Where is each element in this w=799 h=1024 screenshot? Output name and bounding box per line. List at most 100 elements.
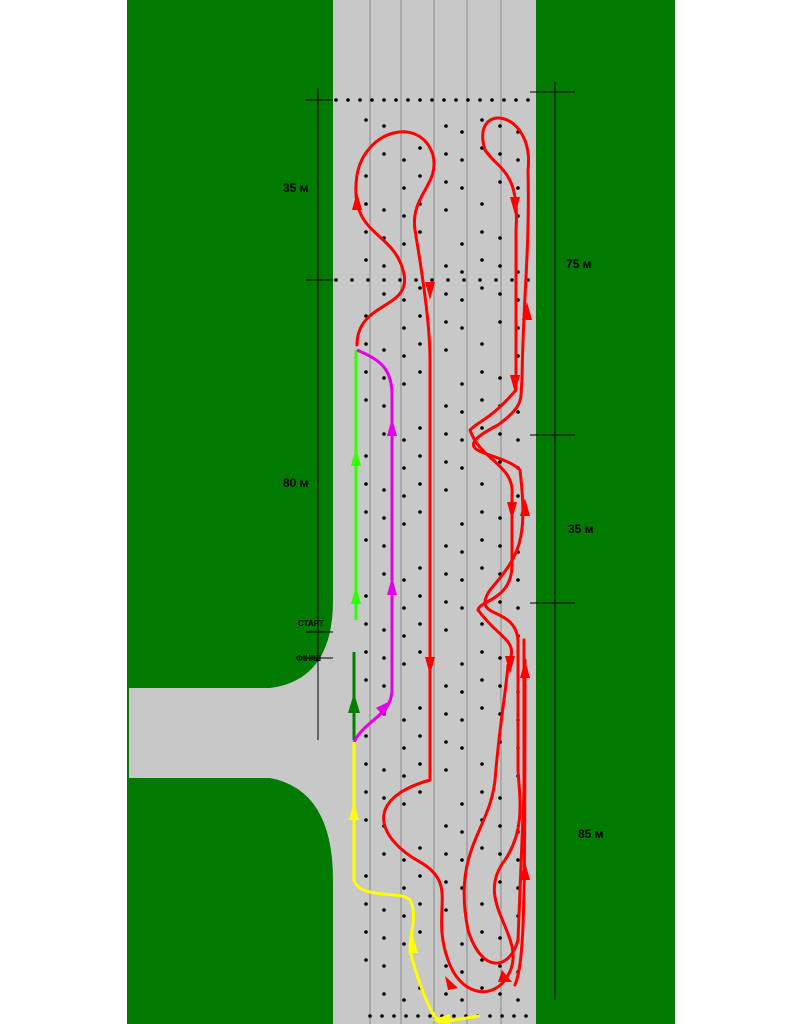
cone-dot: [364, 118, 368, 122]
cone-dot: [382, 98, 386, 102]
cone-dot: [480, 986, 484, 990]
cone-dot: [490, 98, 494, 102]
red-arrow-3: [425, 657, 435, 675]
cone-dot: [334, 278, 338, 282]
cone-dot: [480, 650, 484, 654]
cone-dot: [480, 118, 484, 122]
cone-dot: [382, 124, 386, 128]
cone-dot: [480, 230, 484, 234]
red-arrow-10: [520, 660, 530, 678]
yellow-arrow-1: [349, 802, 359, 820]
cone-dot: [382, 278, 386, 282]
cone-dot: [382, 488, 386, 492]
cone-dot: [418, 790, 422, 794]
red-arrow-2: [425, 282, 435, 300]
cone-dot: [480, 258, 484, 262]
start-label: СТАРТ: [298, 619, 324, 628]
cone-dot: [446, 278, 450, 282]
yellow-route: [349, 742, 481, 1024]
cone-dot: [480, 538, 484, 542]
cone-dot: [398, 278, 402, 282]
cone-dot: [382, 152, 386, 156]
cone-dot: [444, 572, 448, 576]
cone-dot: [480, 902, 484, 906]
cone-dot: [444, 432, 448, 436]
cone-dot: [382, 516, 386, 520]
cone-dot: [418, 370, 422, 374]
cone-dot: [382, 656, 386, 660]
cone-dot: [364, 762, 368, 766]
cone-dot: [346, 98, 350, 102]
cone-dot: [512, 1014, 516, 1018]
cone-dot: [498, 992, 502, 996]
cone-dot: [364, 930, 368, 934]
cone-dot: [418, 594, 422, 598]
cone-dot: [444, 264, 448, 268]
magenta-arrow-2: [387, 577, 397, 595]
cone-dot: [382, 796, 386, 800]
cone-dot: [516, 158, 520, 162]
cone-dot: [478, 278, 482, 282]
cone-dot: [498, 236, 502, 240]
cone-dot: [430, 98, 434, 102]
cone-dot: [498, 460, 502, 464]
red-arrow-1: [352, 192, 362, 210]
cone-dot: [382, 628, 386, 632]
cone-dot: [462, 278, 466, 282]
cone-dot: [460, 466, 464, 470]
cone-dot: [418, 734, 422, 738]
cone-dot: [418, 622, 422, 626]
cone-dot: [460, 410, 464, 414]
cone-dot: [418, 846, 422, 850]
cone-dot: [460, 438, 464, 442]
cone-dot: [364, 874, 368, 878]
cone-dot: [364, 258, 368, 262]
cone-dot: [480, 706, 484, 710]
green-arrow-1: [351, 448, 361, 466]
cone-dot: [460, 186, 464, 190]
cone-dot: [460, 130, 464, 134]
cone-dot: [402, 998, 406, 1002]
cone-dot: [364, 958, 368, 962]
red-arrow-11: [520, 862, 530, 880]
magenta-arrow-3: [376, 700, 392, 716]
cone-dot: [480, 930, 484, 934]
cone-dot: [444, 768, 448, 772]
cone-dot: [364, 174, 368, 178]
cone-dot: [402, 914, 406, 918]
cone-dot: [382, 432, 386, 436]
dark-green-route: [348, 652, 360, 740]
cone-dot: [382, 992, 386, 996]
cone-dot: [498, 320, 502, 324]
cone-dot: [418, 874, 422, 878]
cone-dot: [444, 152, 448, 156]
cone-dot: [516, 578, 520, 582]
cone-dot: [364, 902, 368, 906]
cone-dot: [402, 942, 406, 946]
cone-dot: [418, 650, 422, 654]
cone-dot: [364, 650, 368, 654]
cone-dot: [444, 740, 448, 744]
cone-dot: [418, 286, 422, 290]
lane-lines: [369, 0, 502, 1024]
cone-dot: [358, 98, 362, 102]
cone-dot: [444, 964, 448, 968]
cone-dot: [430, 278, 434, 282]
cone-dot: [498, 852, 502, 856]
cone-dot: [444, 180, 448, 184]
red-arrow-4: [510, 197, 520, 215]
cone-dot: [402, 354, 406, 358]
cone-dot: [516, 998, 520, 1002]
cone-dot: [498, 600, 502, 604]
cone-dot: [382, 936, 386, 940]
cone-dot: [526, 98, 530, 102]
cone-dot: [444, 684, 448, 688]
cone-dot: [444, 292, 448, 296]
red-arrow-8: [520, 498, 530, 516]
cone-dot: [502, 98, 506, 102]
cone-dot: [460, 578, 464, 582]
cone-dot: [480, 678, 484, 682]
cone-dot: [480, 202, 484, 206]
red-arrow-9: [505, 656, 515, 674]
cone-dot: [444, 600, 448, 604]
